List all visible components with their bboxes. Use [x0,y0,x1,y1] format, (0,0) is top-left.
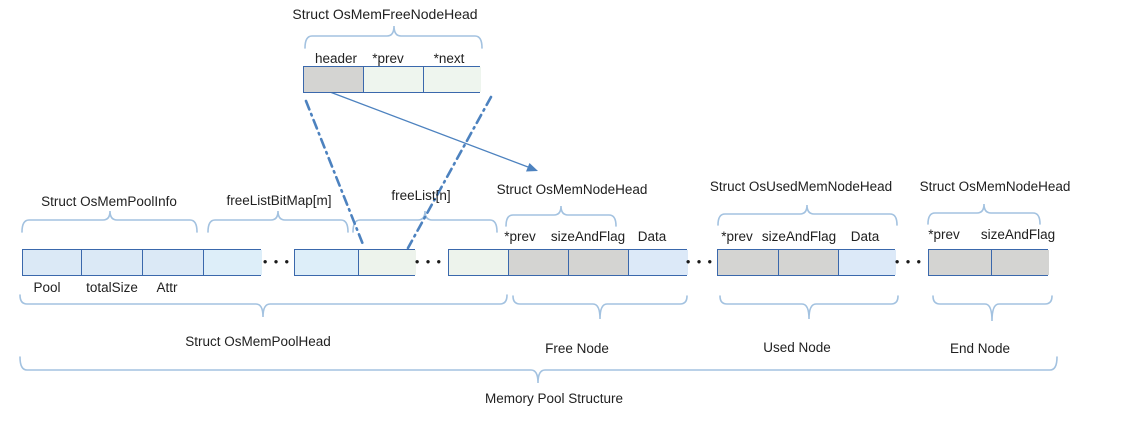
attr-field-label: Attr [156,280,178,295]
free-data-label: Data [637,229,667,244]
free-sizeandflag-label: sizeAndFlag [550,229,626,244]
free-node-group [508,249,688,276]
cell-attr [142,250,203,275]
prev-field-label: *prev [372,51,404,66]
freelist-brace [352,210,498,233]
free-node-head-box [303,66,481,93]
ellipsis: ●●● [685,257,719,266]
end-node-head-brace [927,203,1041,225]
ellipsis: ●●● [262,257,296,266]
bitmap-title: freeListBitMap[m] [226,193,332,208]
bitmap-freelist-group [294,249,416,276]
freelist-last-group [448,249,509,276]
free-prev-label: *prev [504,229,536,244]
cell-freelist-first [358,250,416,275]
bitmap-brace [207,210,349,233]
end-node-head-title: Struct OsMemNodeHead [919,179,1071,194]
cell-free-sizeandflag [568,250,628,275]
pointer-arrow-head [526,163,538,172]
end-node-group [928,249,1049,276]
pool-info-group [22,249,262,276]
header-field-label: header [314,51,358,66]
pool-info-title: Struct OsMemPoolInfo [41,194,177,209]
end-node-brace [932,295,1053,322]
used-sizeandflag-label: sizeAndFlag [761,229,837,244]
used-node-head-brace [717,204,898,226]
cell-header [304,67,363,92]
cell-next [423,67,481,92]
cell-used-data [838,250,896,275]
used-node-head-title: Struct OsUsedMemNodeHead [709,179,893,194]
pool-head-caption: Struct OsMemPoolHead [185,334,331,349]
used-prev-label: *prev [721,229,753,244]
dash-link-left [304,99,366,249]
freelist-title: freeList[n] [391,188,451,203]
used-data-label: Data [850,229,880,244]
pool-field-label: Pool [33,280,61,295]
free-node-head-brace [505,205,617,227]
end-node-caption: End Node [949,341,1011,356]
cell-pool [23,250,81,275]
cell-bitmap-last [295,250,358,275]
pointer-arrow-line [329,91,529,168]
ellipsis: ●●● [894,257,928,266]
ellipsis: ●●● [414,257,448,266]
free-node-caption: Free Node [545,341,609,356]
cell-bitmap-first [203,250,262,275]
memory-pool-caption: Memory Pool Structure [484,391,624,406]
free-node-head-title: Struct OsMemNodeHead [496,182,648,197]
free-node-brace [512,295,688,320]
cell-end-prev [929,250,991,275]
dash-link-right [406,95,493,250]
cell-free-prev [509,250,568,275]
used-node-caption: Used Node [763,340,831,355]
cell-prev [363,67,423,92]
next-field-label: *next [433,51,465,66]
used-node-group [717,249,896,276]
used-node-brace [719,295,899,320]
memory-pool-brace [19,356,1058,384]
pool-head-brace [19,294,508,318]
cell-end-sizeandflag [991,250,1049,275]
pool-info-brace [21,210,198,233]
top-struct-title: Struct OsMemFreeNodeHead [292,6,478,22]
end-prev-label: *prev [928,227,960,242]
top-struct-brace [304,25,483,49]
totalsize-field-label: totalSize [86,280,138,295]
cell-totalsize [81,250,142,275]
cell-freelist-last [449,250,509,275]
cell-used-prev [718,250,778,275]
end-sizeandflag-label: sizeAndFlag [980,227,1056,242]
cell-free-data [628,250,688,275]
cell-used-sizeandflag [778,250,838,275]
